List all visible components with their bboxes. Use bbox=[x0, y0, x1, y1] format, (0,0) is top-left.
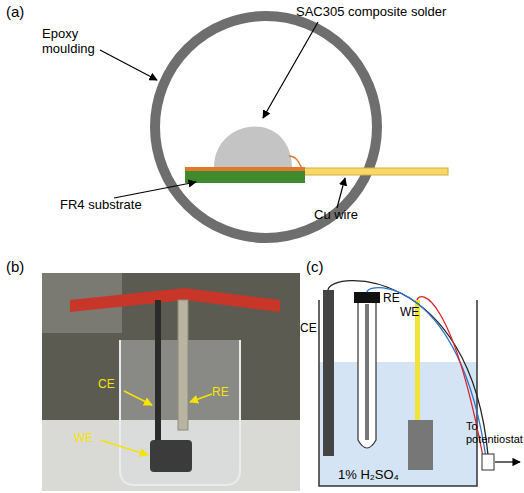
text-label: To potentiostat bbox=[466, 420, 524, 445]
leader-line bbox=[100, 440, 148, 455]
working-electrode bbox=[408, 420, 433, 470]
cu-wire bbox=[300, 168, 448, 175]
fr4-substrate bbox=[185, 171, 305, 183]
leader-line bbox=[263, 22, 318, 118]
wire bbox=[328, 281, 488, 455]
text-label: SAC305 composite solder bbox=[296, 5, 496, 20]
photo-background bbox=[42, 273, 300, 491]
working-electrode bbox=[150, 440, 192, 472]
beaker bbox=[319, 300, 477, 486]
text-label: (a) bbox=[6, 3, 46, 20]
clamp bbox=[70, 288, 280, 312]
text-label: CE bbox=[300, 322, 324, 336]
text-label: RE bbox=[383, 292, 413, 306]
epoxy-ring bbox=[155, 16, 377, 238]
copper-pad bbox=[185, 167, 305, 171]
text-label: 1% H₂SO₄ bbox=[338, 468, 428, 483]
counter-electrode bbox=[155, 300, 161, 445]
counter-electrode bbox=[323, 290, 334, 456]
text-label: Epoxy moulding bbox=[42, 27, 108, 57]
text-label: WE bbox=[74, 432, 104, 446]
text-label: Cu wire bbox=[314, 208, 394, 223]
wire bbox=[367, 288, 486, 458]
reference-cap bbox=[354, 292, 380, 303]
solder-wire-link bbox=[289, 156, 302, 169]
reference-electrode-core bbox=[365, 304, 369, 440]
connector bbox=[482, 454, 494, 470]
text-label: (b) bbox=[6, 258, 46, 275]
text-label: RE bbox=[212, 386, 242, 400]
leader-line bbox=[114, 182, 196, 198]
text-label: CE bbox=[98, 378, 128, 392]
electrolyte bbox=[319, 362, 477, 486]
text-label: (c) bbox=[306, 258, 346, 275]
leader-line bbox=[124, 391, 152, 405]
text-label: WE bbox=[400, 306, 430, 320]
reference-electrode bbox=[178, 300, 188, 430]
reference-electrode bbox=[358, 302, 376, 448]
leader-line bbox=[100, 50, 157, 80]
text-label: FR4 substrate bbox=[60, 198, 180, 213]
arrow bbox=[495, 461, 520, 462]
solder-dome bbox=[214, 126, 292, 167]
leader-line bbox=[190, 394, 212, 402]
leader-line bbox=[337, 178, 345, 208]
